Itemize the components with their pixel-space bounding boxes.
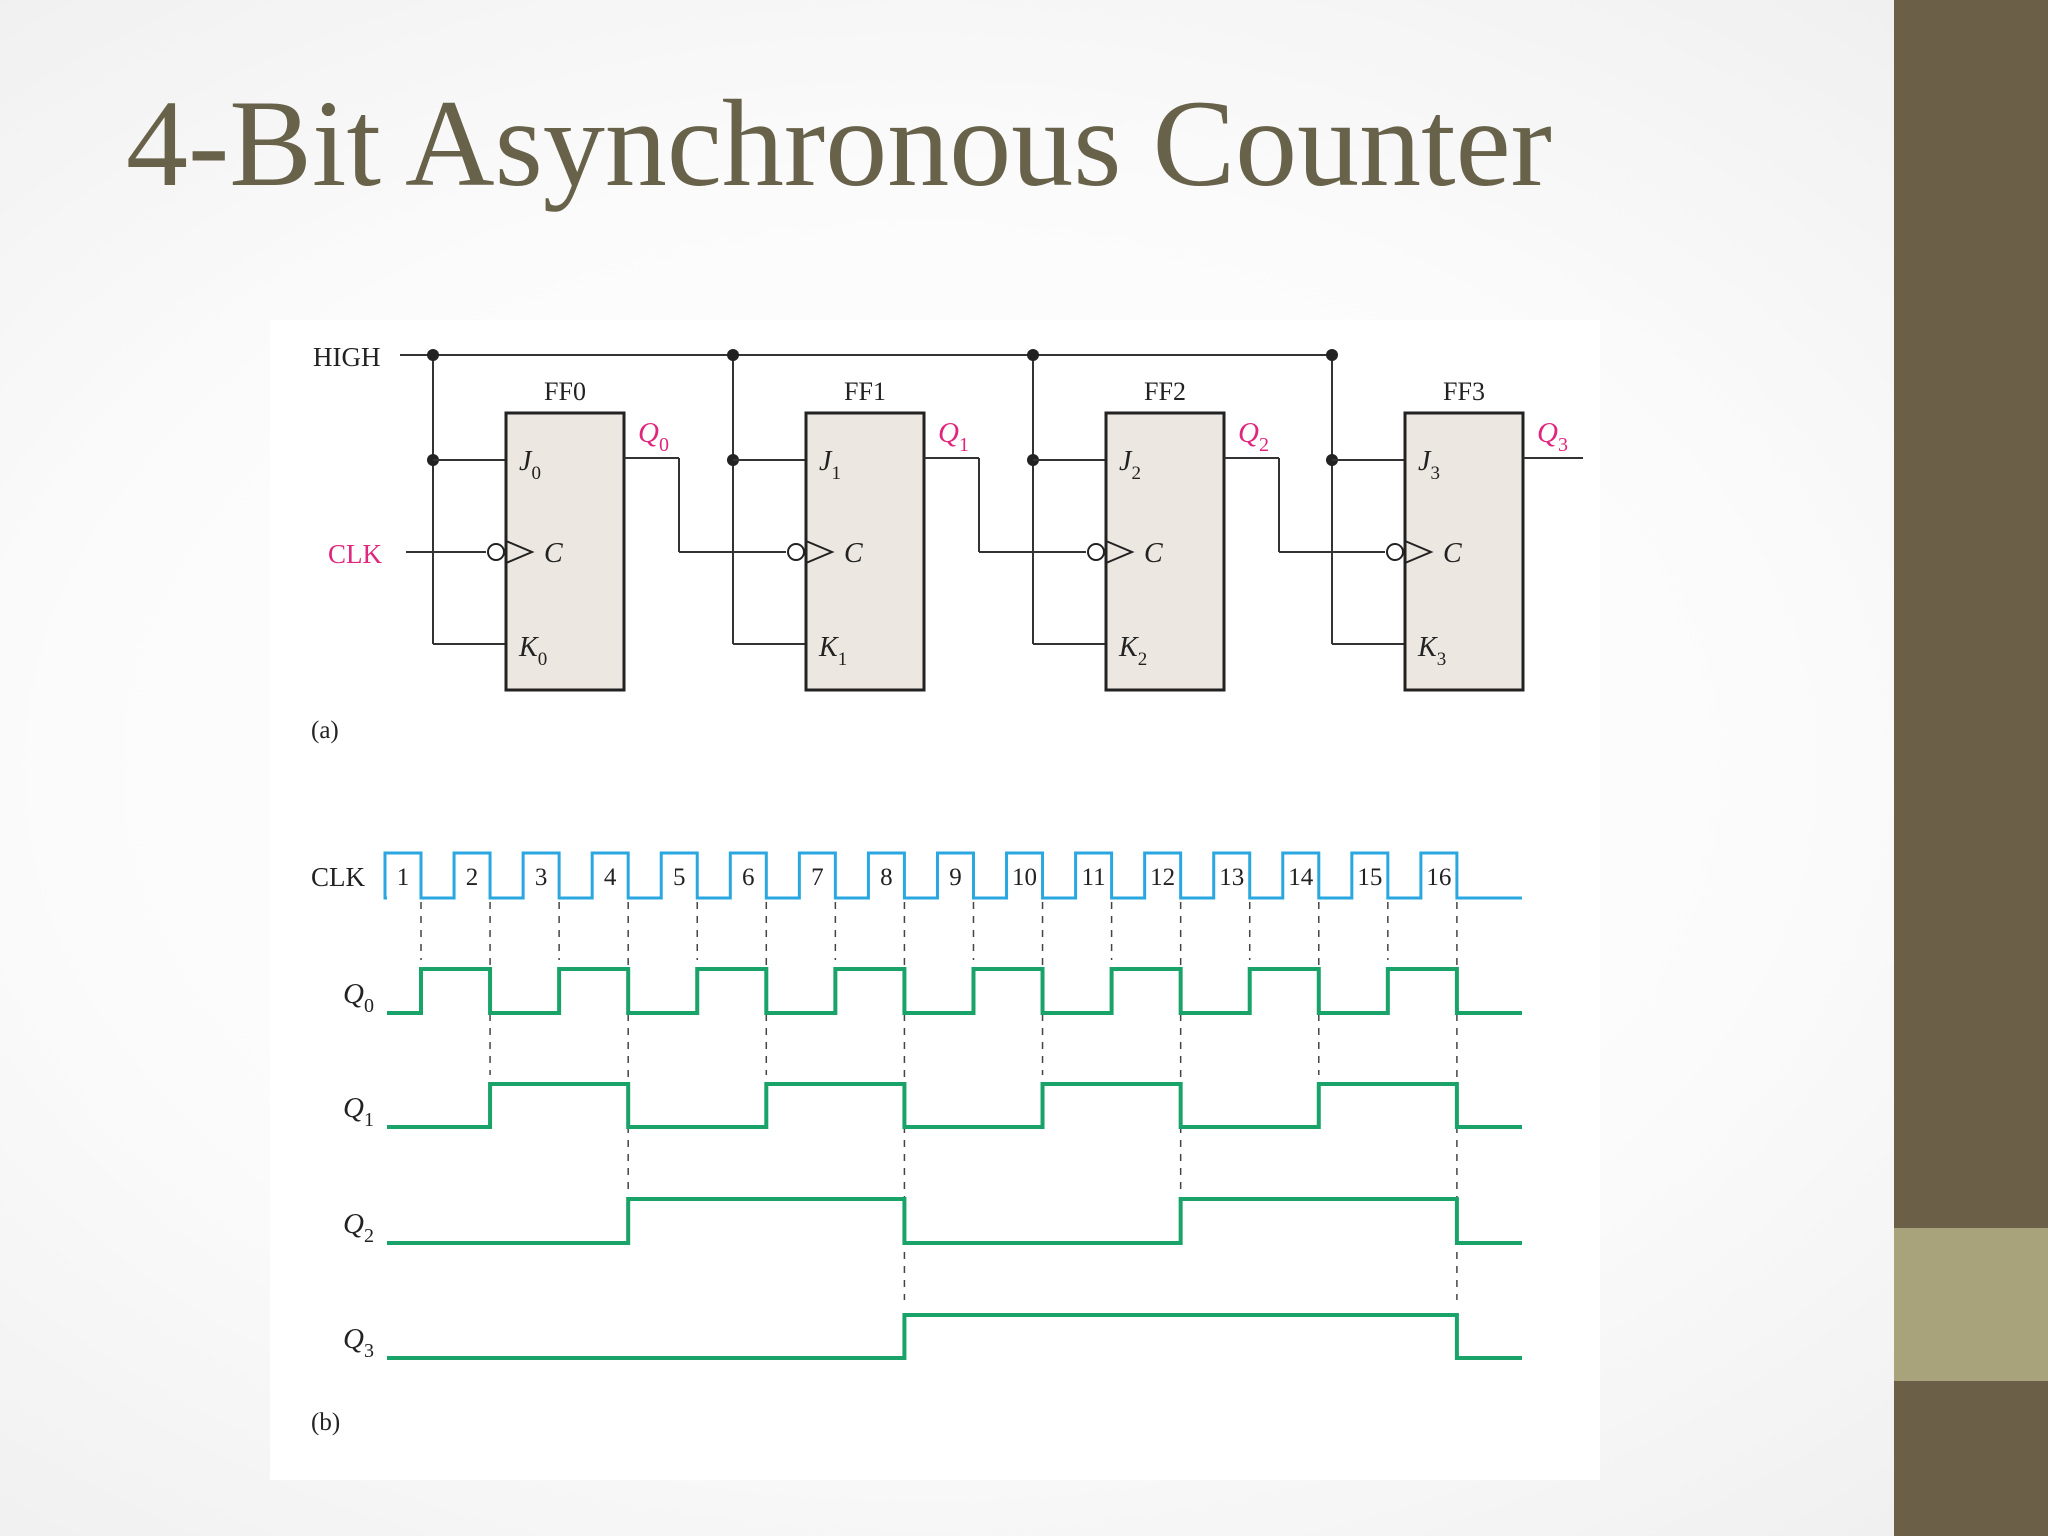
timing-q0-label-text: Q0 [343,978,374,1017]
timing-q1-label: Q1 [343,1092,374,1131]
ff3-clock-bubble [1386,543,1404,561]
ff1-box [804,411,926,692]
ff0-high-junction [427,349,439,361]
ff1-name: FF1 [844,377,886,406]
ff2-c-label: C [1144,538,1163,569]
ff3-name: FF3 [1443,377,1485,406]
ff1-high-junction [727,349,739,361]
ff0-q-label: Q0 [638,417,669,456]
ff3-clock-triangle [1404,540,1434,564]
ff1-j-label: J1 [819,446,841,484]
clk-input-label: CLK [328,539,383,569]
ff0-q-label-text: Q0 [638,417,669,456]
clk-waveform [383,851,1522,900]
ff0-clock-bubble [487,543,505,561]
ff1-clock-triangle [805,540,835,564]
ff0-k-label-text: K0 [518,632,547,670]
clk-pulse-number-13: 13 [1219,864,1244,891]
ff3-q-label-text: Q3 [1537,417,1568,456]
ff3-c-label: C [1443,538,1462,569]
ff2-q-label-text: Q2 [1238,417,1269,456]
ff3-k-label: K3 [1417,632,1446,670]
clk-pulse-number-11: 11 [1082,864,1106,891]
timing-q1-label-text: Q1 [343,1092,374,1131]
ff3-q-label: Q3 [1537,417,1568,456]
clk-pulse-number-16: 16 [1426,864,1451,891]
slide-title: 4-Bit Asynchronous Counter [126,75,1552,212]
clk-pulse-number-15: 15 [1357,864,1382,891]
ff1-clock-bubble [787,543,805,561]
ff0-k-label: K0 [518,632,547,670]
timing-clk-label: CLK [311,862,366,892]
ff1-k-label-text: K1 [818,632,847,670]
ff2-k-label: K2 [1118,632,1147,670]
ff1-k-label: K1 [818,632,847,670]
timing-q3-waveform [387,1313,1522,1360]
clk-pulse-number-1: 1 [397,864,410,891]
ff1-q-label: Q1 [938,417,969,456]
timing-q2-label: Q2 [343,1208,374,1247]
ff0-j-label-text: J0 [519,446,541,484]
ff2-name: FF2 [1144,377,1186,406]
clk-pulse-number-4: 4 [604,864,617,891]
clk-pulse-number-14: 14 [1288,864,1314,891]
sidebar-accent-block [1894,1228,2048,1381]
timing-q0-waveform [387,967,1522,1015]
ff2-high-junction [1027,349,1039,361]
ff0-clock-triangle [505,540,535,564]
clk-pulse-number-10: 10 [1012,864,1037,891]
ff3-high-junction [1326,349,1338,361]
circuit-caption: (a) [311,717,339,744]
ff3-k-label-text: K3 [1417,632,1446,670]
ff1-q-label-text: Q1 [938,417,969,456]
clk-pulse-number-8: 8 [880,864,893,891]
clk-pulse-number-12: 12 [1150,864,1175,891]
ff2-k-label-text: K2 [1118,632,1147,670]
timing-q0-label: Q0 [343,978,374,1017]
timing-q2-waveform [387,1197,1522,1245]
timing-q3-label: Q3 [343,1323,374,1362]
ff0-c-label: C [544,538,563,569]
ff2-clock-triangle [1105,540,1135,564]
timing-caption: (b) [311,1409,340,1436]
timing-q1-waveform [387,1082,1522,1129]
ff0-j-label: J0 [519,446,541,484]
ff2-box [1104,411,1226,692]
ff3-j-label-text: J3 [1418,446,1440,484]
clk-pulse-number-5: 5 [673,864,686,891]
high-label: HIGH [313,342,381,372]
clk-pulse-number-7: 7 [811,864,824,891]
clk-pulse-number-9: 9 [949,864,962,891]
ff3-j-label: J3 [1418,446,1440,484]
clk-pulse-number-3: 3 [535,864,548,891]
ff2-clock-bubble [1087,543,1105,561]
ff2-j-label-text: J2 [1119,446,1141,484]
ff2-q-label: Q2 [1238,417,1269,456]
ff0-box [504,411,626,692]
ff1-c-label: C [844,538,863,569]
timing-q3-label-text: Q3 [343,1323,374,1362]
timing-q2-label-text: Q2 [343,1208,374,1247]
clk-pulse-number-2: 2 [466,864,479,891]
ff1-j-label-text: J1 [819,446,841,484]
ff3-box [1403,411,1525,692]
ff0-name: FF0 [544,377,586,406]
ff2-j-label: J2 [1119,446,1141,484]
clk-pulse-number-6: 6 [742,864,755,891]
